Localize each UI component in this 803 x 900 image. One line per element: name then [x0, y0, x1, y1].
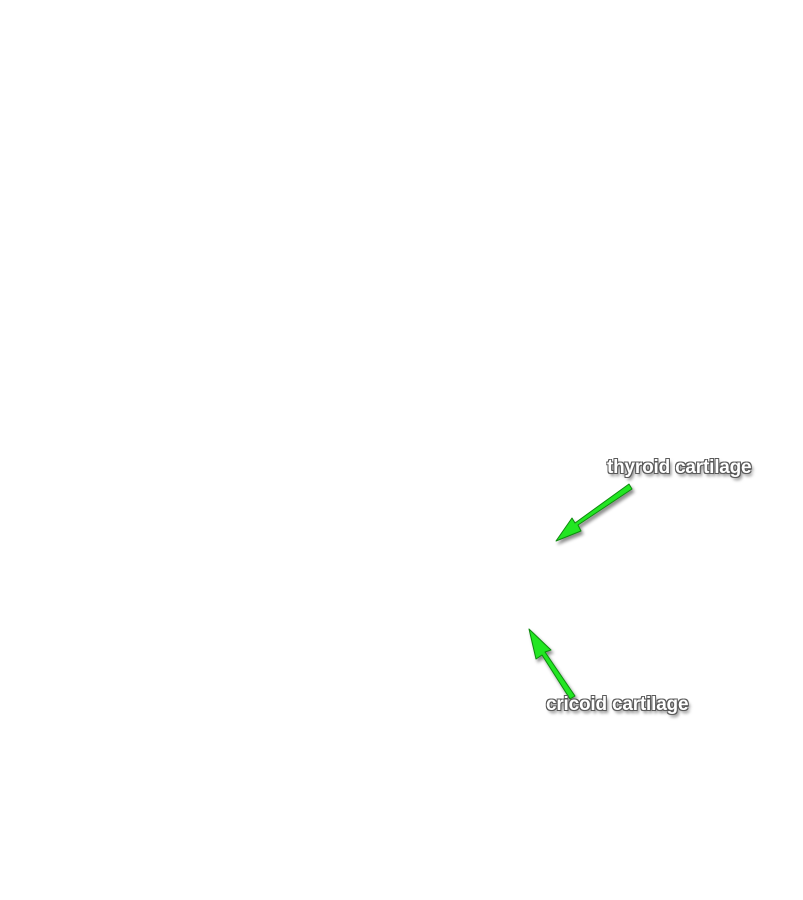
- thyroid-arrow: [555, 483, 633, 542]
- cricoid-cartilage-label: cricoid cartilage: [546, 694, 689, 715]
- thyroid-cartilage-label: thyroid cartilage: [607, 457, 752, 478]
- cricoid-arrow: [528, 628, 576, 700]
